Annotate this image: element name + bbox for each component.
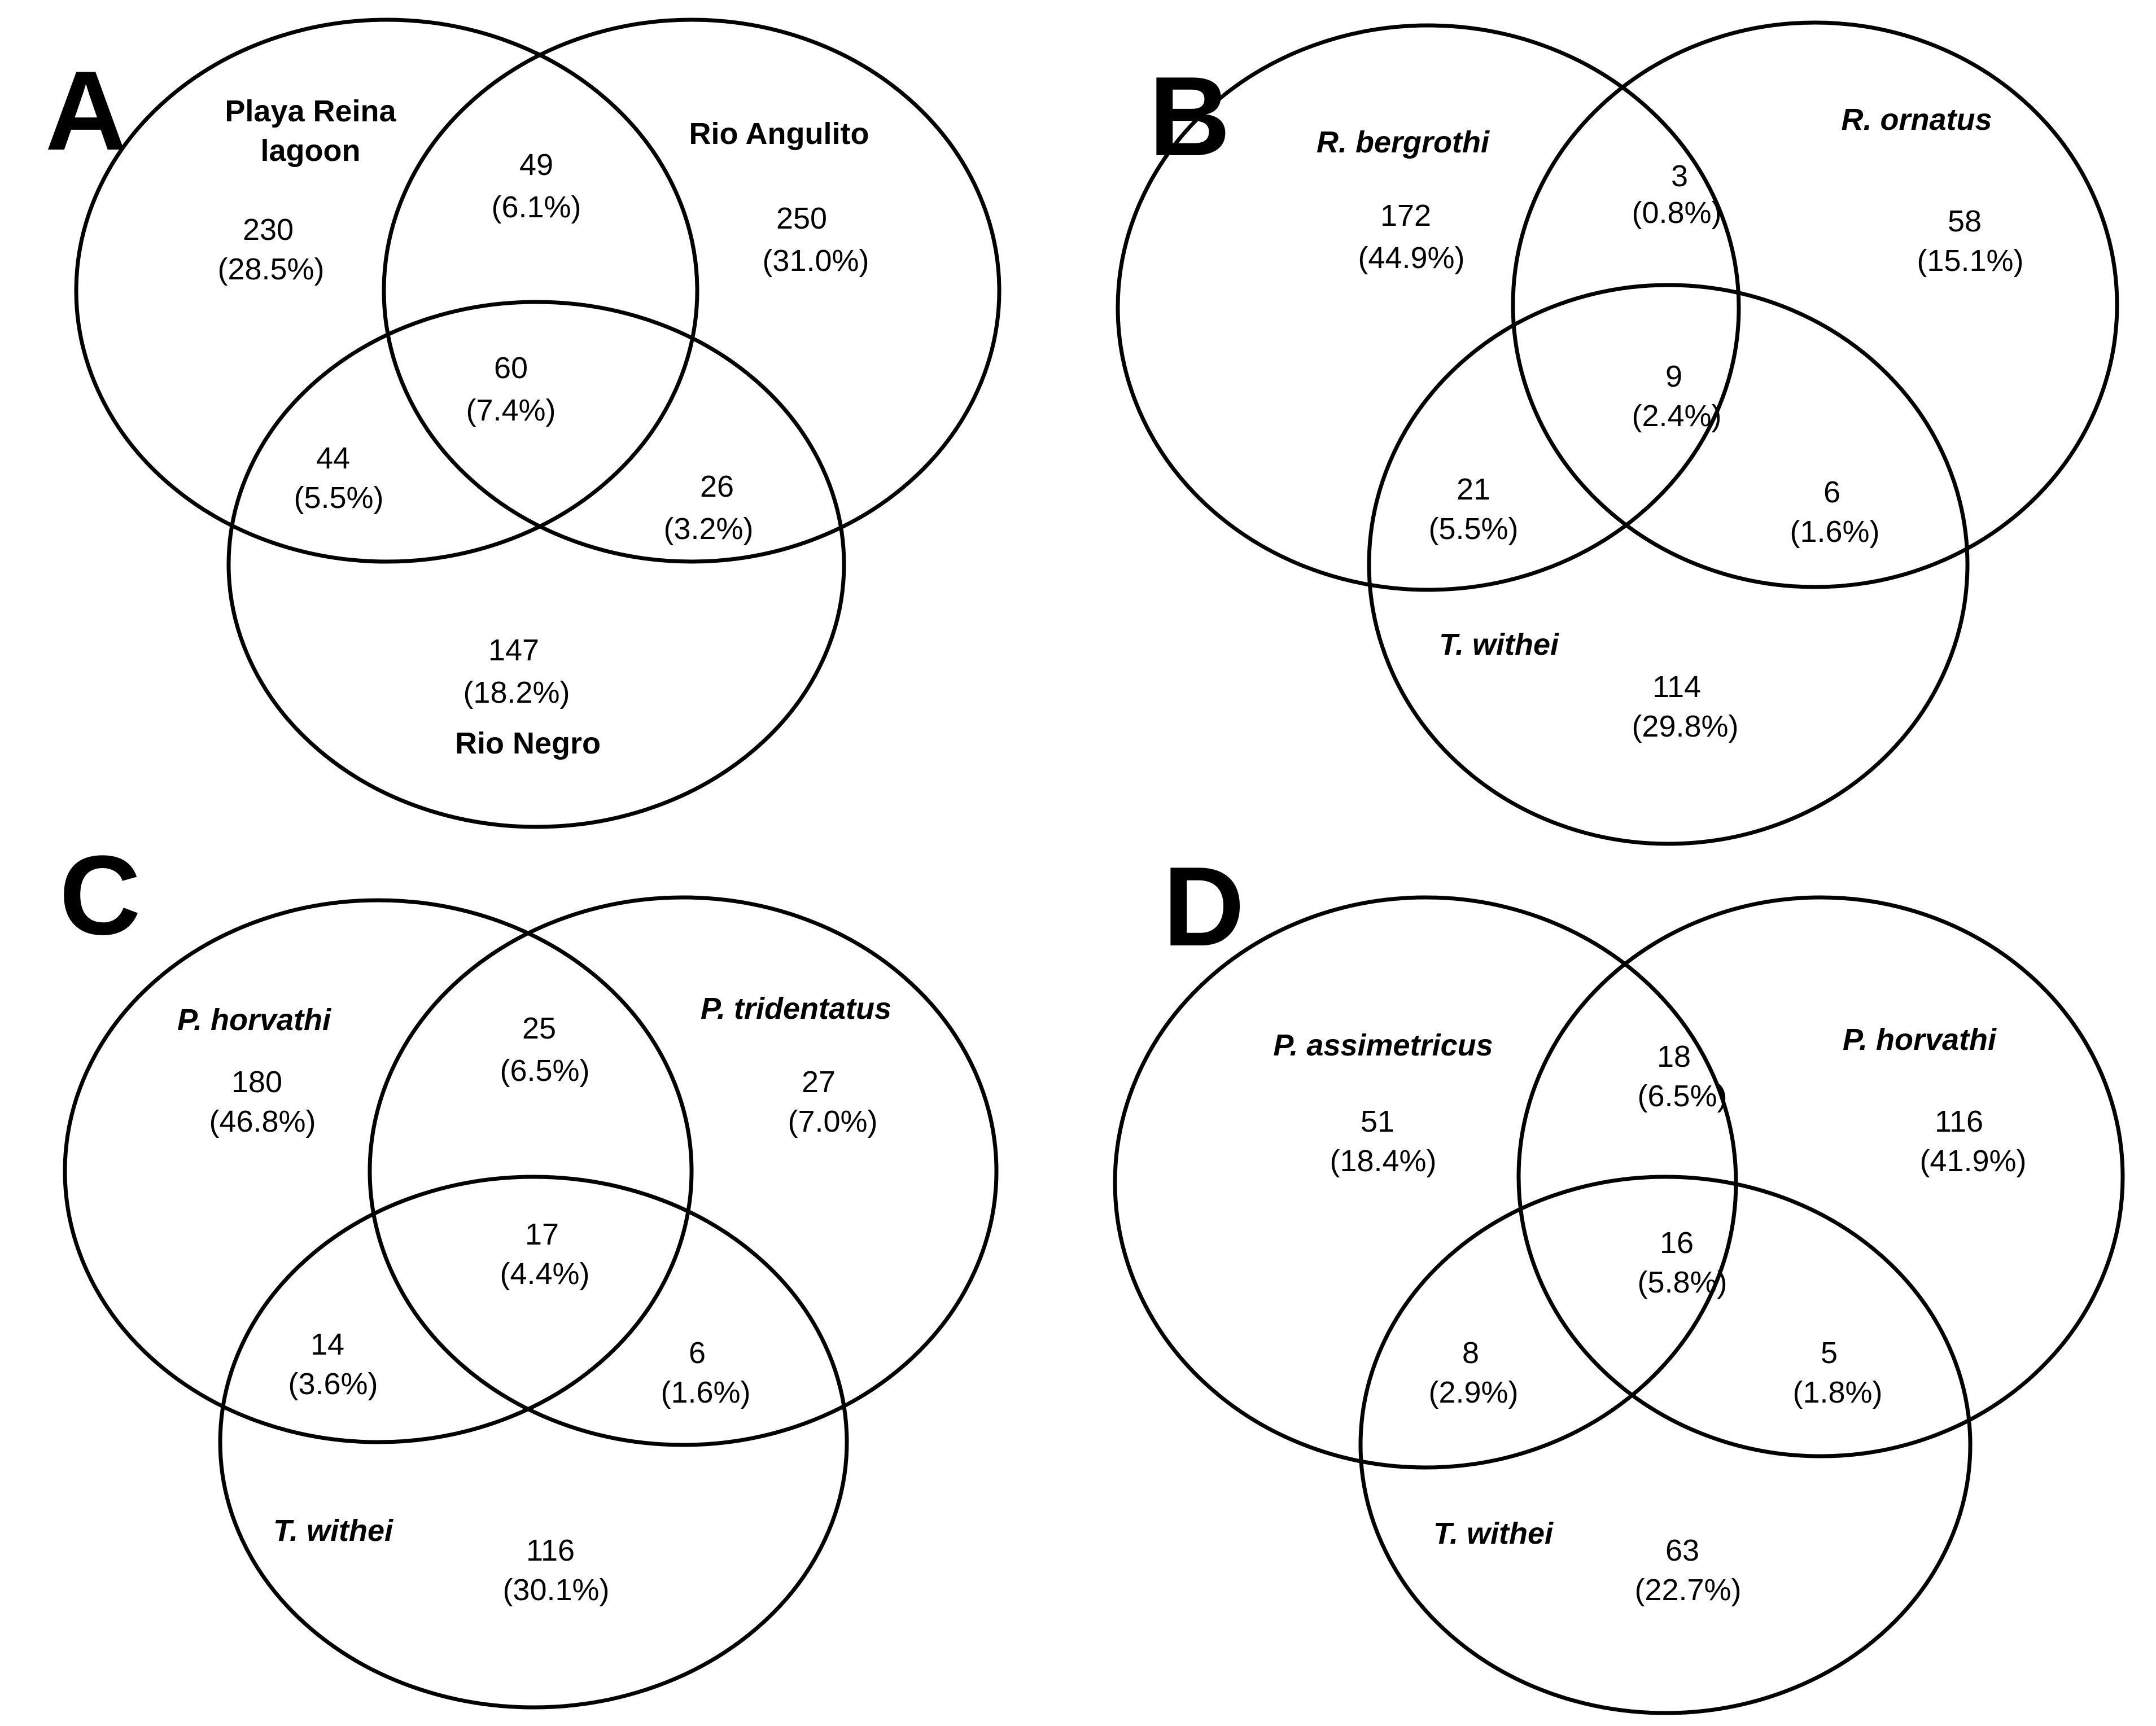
- region-left-bottom-count: 21: [1457, 472, 1490, 506]
- circle-right: [1511, 20, 2119, 589]
- region-left-only-count: 172: [1380, 199, 1431, 233]
- region-right-only-pct: (15.1%): [1917, 244, 2023, 278]
- region-bottom-only-pct: (29.8%): [1632, 709, 1738, 743]
- circle-bottom: [218, 1175, 849, 1710]
- set-label-right: R. ornatus: [1841, 103, 1992, 137]
- set-label-right: P. tridentatus: [701, 992, 891, 1026]
- region-left-right-pct: (6.5%): [500, 1054, 589, 1088]
- region-left-right-pct: (0.8%): [1632, 196, 1721, 230]
- panel-b: B R. bergrothi R. ornatus T. withei 172 …: [1116, 20, 2119, 846]
- set-label-bottom: T. withei: [1439, 628, 1559, 662]
- region-all-three-pct: (7.4%): [466, 393, 556, 427]
- region-right-bottom-pct: (1.6%): [1790, 515, 1879, 549]
- region-bottom-only-pct: (30.1%): [502, 1573, 609, 1607]
- region-right-only-count: 116: [1935, 1105, 1983, 1138]
- region-right-bottom-pct: (1.6%): [661, 1375, 750, 1409]
- region-right-only-count: 27: [802, 1065, 836, 1099]
- panel-c: C P. horvathi P. tridentatus T. withei 1…: [59, 833, 999, 1710]
- region-all-three-count: 9: [1665, 360, 1682, 393]
- region-right-bottom-pct: (3.2%): [663, 512, 753, 546]
- region-left-only-count: 51: [1361, 1105, 1394, 1138]
- set-label-left-line1: Playa Reina: [225, 94, 396, 128]
- region-all-three-count: 17: [525, 1217, 559, 1251]
- region-right-bottom-count: 5: [1821, 1336, 1838, 1370]
- set-label-left: R. bergrothi: [1317, 125, 1490, 159]
- panel-letter: C: [59, 833, 141, 958]
- region-all-three-pct: (4.4%): [500, 1257, 589, 1291]
- region-left-only-count: 230: [243, 213, 294, 247]
- panel-d: D P. assimetricus P. horvathi T. withei …: [1113, 844, 2125, 1715]
- panel-letter: D: [1163, 844, 1244, 970]
- region-left-only-pct: (46.8%): [209, 1105, 316, 1138]
- circle-bottom: [226, 300, 846, 829]
- region-right-only-pct: (31.0%): [762, 244, 869, 278]
- region-left-only-pct: (28.5%): [217, 252, 324, 286]
- region-right-bottom-count: 26: [700, 470, 734, 503]
- region-left-bottom-count: 44: [316, 441, 350, 475]
- region-bottom-only-count: 114: [1652, 670, 1701, 704]
- region-right-bottom-pct: (1.8%): [1792, 1375, 1882, 1409]
- region-left-right-pct: (6.1%): [491, 190, 581, 224]
- set-label-right: Rio Angulito: [689, 117, 869, 151]
- region-left-bottom-pct: (5.5%): [1428, 512, 1518, 546]
- set-label-left-line2: lagoon: [261, 134, 361, 168]
- region-left-bottom-count: 8: [1462, 1336, 1479, 1370]
- region-all-three-count: 16: [1660, 1226, 1694, 1260]
- region-all-three-count: 60: [494, 351, 528, 385]
- circle-bottom: [1367, 283, 1970, 846]
- region-right-only-count: 250: [776, 201, 827, 235]
- set-label-left: P. assimetricus: [1273, 1028, 1493, 1062]
- circle-left: [1113, 895, 1738, 1470]
- circle-right: [368, 895, 999, 1447]
- region-left-bottom-pct: (2.9%): [1428, 1375, 1518, 1409]
- region-left-right-count: 25: [522, 1011, 556, 1045]
- circle-bottom: [1358, 1175, 1973, 1715]
- set-label-bottom: T. withei: [1433, 1517, 1554, 1550]
- region-right-bottom-count: 6: [689, 1336, 706, 1370]
- region-all-three-pct: (5.8%): [1637, 1265, 1727, 1299]
- set-label-right: P. horvathi: [1843, 1023, 1997, 1057]
- set-label-bottom: T. withei: [273, 1514, 393, 1548]
- region-right-only-pct: (7.0%): [788, 1105, 877, 1138]
- circle-right: [1516, 895, 2125, 1458]
- region-bottom-only-count: 116: [526, 1534, 575, 1567]
- circle-right: [382, 17, 1002, 564]
- region-bottom-only-pct: (22.7%): [1634, 1573, 1741, 1607]
- region-left-right-count: 49: [519, 148, 553, 182]
- region-bottom-only-count: 63: [1665, 1534, 1699, 1567]
- panel-a: A Playa Reina lagoon Rio Angulito Rio Ne…: [45, 17, 1002, 829]
- set-label-left: P. horvathi: [177, 1003, 331, 1037]
- region-left-right-pct: (6.5%): [1637, 1079, 1727, 1113]
- region-all-three-pct: (2.4%): [1632, 399, 1721, 433]
- region-right-only-count: 58: [1948, 204, 1982, 238]
- circle-left: [74, 17, 699, 564]
- region-left-bottom-count: 14: [311, 1328, 344, 1361]
- panel-letter: A: [45, 48, 126, 174]
- region-left-only-pct: (44.9%): [1358, 241, 1464, 275]
- region-left-only-pct: (18.4%): [1330, 1144, 1436, 1178]
- region-left-only-count: 180: [231, 1065, 282, 1099]
- set-label-bottom: Rio Negro: [455, 726, 601, 760]
- circle-left: [63, 898, 694, 1444]
- region-left-bottom-pct: (3.6%): [288, 1367, 378, 1401]
- region-left-right-count: 18: [1657, 1040, 1691, 1074]
- region-bottom-only-count: 147: [488, 633, 539, 667]
- region-bottom-only-pct: (18.2%): [463, 676, 570, 709]
- region-left-bottom-pct: (5.5%): [294, 481, 383, 515]
- region-right-only-pct: (41.9%): [1919, 1144, 2026, 1178]
- region-left-right-count: 3: [1671, 159, 1688, 193]
- region-right-bottom-count: 6: [1823, 475, 1840, 509]
- circle-left: [1116, 23, 1741, 592]
